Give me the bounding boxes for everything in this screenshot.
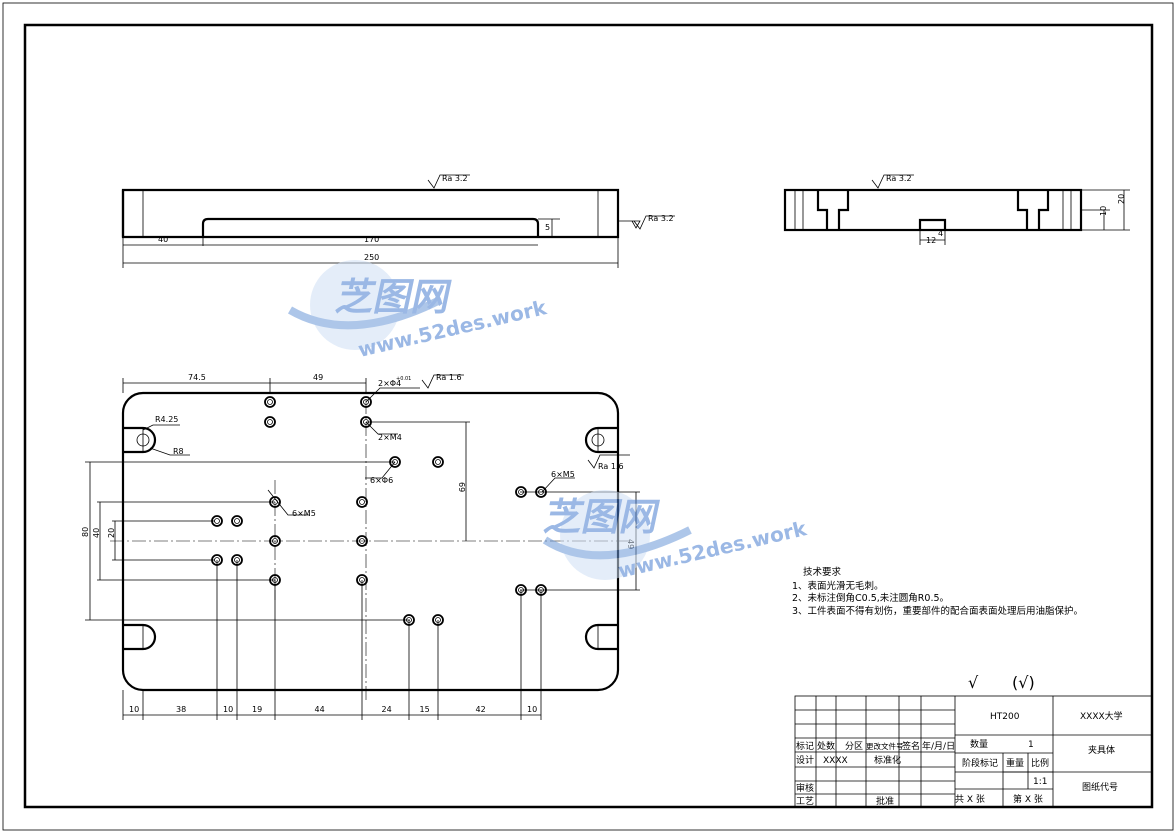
- tech-item-1: 1、表面光滑无毛刺。: [792, 580, 884, 592]
- plan-dimensions: 74.5 49 2×Φ4 +0.01 Ra 1.6 2×M4 R4.25 R8 …: [81, 373, 640, 720]
- bottom-dim-label: 38: [176, 705, 186, 714]
- tb-part-name: 夹具体: [1088, 744, 1115, 756]
- hole-inner: [359, 538, 365, 544]
- callout-m5-left: 6×M5: [292, 509, 316, 518]
- surface-paren: (√): [1012, 673, 1035, 692]
- roughness-plan-top: Ra 1.6: [436, 373, 462, 382]
- front-dim-170: 170: [364, 235, 379, 244]
- hole: [264, 416, 276, 428]
- tb-designer: XXXX: [823, 756, 848, 766]
- drawing-frame: [23, 23, 1154, 809]
- holes: [211, 396, 547, 626]
- bottom-dim-labels: 10 38 10 19 44 24 15 42 10: [129, 705, 537, 714]
- tb-date: 年/月/日: [922, 740, 955, 752]
- tb-scale: 1:1: [1033, 777, 1047, 787]
- watermark-brand-2: 芝图网: [540, 495, 663, 540]
- callout-counterbore: 6×Φ6: [370, 476, 393, 485]
- tb-review: 审核: [796, 782, 814, 794]
- tb-sheets: 共 X 张: [955, 794, 985, 805]
- bottom-dim-label: 10: [223, 705, 233, 714]
- bottom-dim-label: 42: [476, 705, 486, 714]
- tb-drawing-code: 图纸代号: [1082, 781, 1118, 793]
- callout-pin-tol: +0.01: [396, 376, 411, 382]
- tb-design: 设计: [796, 754, 814, 766]
- tb-sheet: 第 X 张: [1013, 793, 1043, 805]
- tb-sign: 签名: [902, 740, 920, 752]
- tb-scale-label: 比例: [1031, 757, 1049, 769]
- side-view: 20 10 12 4 Ra 3.2: [783, 174, 1130, 245]
- tb-zone: 分区: [845, 741, 863, 752]
- hole-inner: [234, 518, 240, 524]
- hole-inner: [435, 459, 441, 465]
- bottom-dim-label: 15: [420, 705, 430, 714]
- bottom-dim-label: 10: [527, 705, 537, 714]
- hole: [356, 496, 368, 508]
- callout-r8: R8: [173, 447, 184, 456]
- tb-count: 处数: [817, 740, 835, 752]
- hole: [432, 456, 444, 468]
- front-view: 40 170 250 5 Ra 3.2 Ra 3.2: [121, 174, 675, 268]
- tb-qty: 1: [1028, 740, 1034, 750]
- tb-approve: 批准: [876, 795, 894, 807]
- callout-m4: 2×M4: [378, 433, 402, 442]
- vdim-69: 69: [457, 482, 466, 492]
- bottom-dim-label: 10: [129, 705, 139, 714]
- side-roughness-top: Ra 3.2: [886, 174, 912, 183]
- watermark-1: 芝图网 www.52des.work: [287, 260, 549, 362]
- vdim-80: 80: [81, 527, 90, 537]
- top-dim-1: 74.5: [188, 373, 206, 382]
- hole-inner: [267, 419, 273, 425]
- tb-mark: 标记: [796, 740, 814, 752]
- hole: [269, 535, 281, 547]
- vdim-20: 20: [107, 528, 116, 538]
- tech-item-3: 3、工件表面不得有划伤，重要部件的配合面表面处理后用油脂保护。: [792, 605, 1083, 617]
- watermark-brand-1: 芝图网: [332, 275, 455, 320]
- hole: [356, 535, 368, 547]
- surface-check: √: [968, 673, 979, 692]
- tb-stage: 阶段标记: [962, 757, 998, 769]
- watermark-2: 芝图网 www.52des.work: [540, 490, 809, 583]
- front-dim-250: 250: [364, 253, 379, 262]
- tb-standard: 标准化: [874, 754, 901, 766]
- hole-inner: [272, 538, 278, 544]
- technical-requirements: 技术要求 1、表面光滑无毛刺。 2、未标注倒角C0.5,未注圆角R0.5。 3、…: [792, 566, 1083, 617]
- front-dim-40: 40: [158, 235, 168, 244]
- callout-pin-holes: 2×Φ4: [378, 379, 401, 388]
- vdim-40: 40: [92, 528, 101, 538]
- tech-item-2: 2、未标注倒角C0.5,未注圆角R0.5。: [792, 592, 949, 604]
- hole-inner: [267, 399, 273, 405]
- tb-process: 工艺: [796, 796, 814, 807]
- hole-inner: [359, 499, 365, 505]
- roughness-plan-right: Ra 1.6: [598, 462, 624, 471]
- tb-qty-label: 数量: [970, 738, 988, 750]
- surface-symbol: √ (√): [968, 673, 1035, 692]
- hole: [264, 396, 276, 408]
- tb-doc-no: 更改文件号: [866, 741, 904, 751]
- tb-school: XXXX大学: [1080, 710, 1123, 722]
- tb-material: HT200: [990, 712, 1020, 722]
- hole-inner: [363, 399, 369, 405]
- bottom-dim-label: 44: [315, 705, 325, 714]
- bottom-dim-label: 24: [382, 705, 392, 714]
- callout-m5-right: 6×M5: [551, 470, 575, 479]
- front-roughness-side: Ra 3.2: [648, 214, 674, 223]
- hole: [231, 515, 243, 527]
- title-block: HT200 XXXX大学 夹具体 图纸代号 数量 1 阶段标记 重量 比例 1:…: [794, 695, 1153, 808]
- side-dim-20: 20: [1117, 194, 1126, 204]
- side-dim-12: 12: [926, 236, 936, 245]
- side-dim-4: 4: [938, 229, 943, 238]
- tech-title: 技术要求: [803, 566, 842, 578]
- front-dim-5: 5: [545, 223, 550, 232]
- hole: [360, 396, 372, 408]
- callout-r425: R4.25: [155, 415, 178, 424]
- top-dim-2: 49: [313, 373, 323, 382]
- side-dim-10: 10: [1099, 206, 1108, 216]
- front-roughness-top: Ra 3.2: [442, 174, 468, 183]
- hole-inner: [214, 518, 220, 524]
- tb-weight: 重量: [1006, 757, 1024, 769]
- bottom-dim-label: 19: [252, 705, 262, 714]
